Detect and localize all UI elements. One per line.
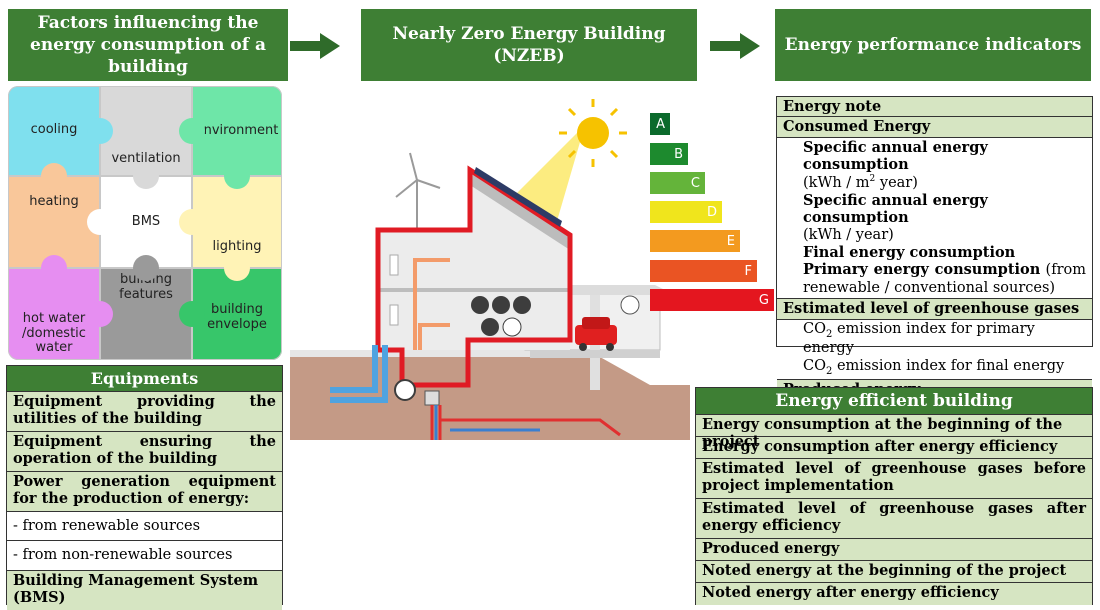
nzeb-header: Nearly Zero Energy Building (NZEB) [361, 9, 697, 81]
geothermal-pipes [430, 405, 442, 440]
indicator-co2-primary: CO2 emission index for primary energy [803, 320, 1035, 357]
factors-puzzle: cooling ventilation environment heating … [8, 86, 282, 360]
equipments-table: Equipments Equipment providing the utili… [6, 365, 283, 610]
equipment-row: - from non-renewable sources [7, 541, 282, 571]
nzeb-building-illustration [290, 99, 690, 440]
indicator-final-energy: Final energy consumption [803, 243, 1016, 261]
puzzle-hot-water-label: hot water /domestic water [22, 310, 86, 356]
indicator-consumed-details: Specific annual energy consumption (kWh … [777, 138, 1092, 300]
puzzle-heating: heating [8, 176, 100, 268]
car-icon [575, 317, 617, 351]
indicator-specific-annual-1: Specific annual energy consumption [803, 138, 988, 174]
puzzle-knobs [41, 118, 250, 327]
indicator-co2-final: CO2 emission index for final energy [803, 357, 1065, 377]
indicator-unit-1: (kWh / m2 year) [803, 173, 918, 191]
puzzle-environment: environment [192, 86, 282, 176]
indicator-unit-2: (kWh / year) [803, 226, 894, 243]
indicator-ghg: Estimated level of greenhouse gases [777, 299, 1092, 320]
solar-panel-icon [474, 167, 562, 227]
energy-class-g: G [650, 289, 774, 311]
nzeb-title: Nearly Zero Energy Building [392, 23, 666, 44]
indicator-consumed-energy: Consumed Energy [777, 117, 1092, 138]
equipment-row: Power generation equipment for the produ… [7, 472, 282, 512]
appliance-icons [471, 296, 531, 337]
puzzle-cooling-label: cooling [30, 121, 78, 137]
energy-class-b: B [650, 143, 688, 165]
puzzle-heating-label: heating [29, 193, 79, 209]
equipments-title: Equipments [7, 366, 282, 392]
puzzle-environment-label: environment [195, 122, 279, 138]
puzzle-lighting: lighting [192, 176, 282, 268]
puzzle-lighting-label: lighting [212, 238, 262, 254]
puzzle-cooling: cooling [8, 86, 100, 176]
puzzle-hot-water: hot water /domestic water [8, 268, 100, 360]
efficient-row: Noted energy after energy efficiency [696, 583, 1092, 605]
indicators-header: Energy performance indicators [775, 9, 1091, 81]
puzzle-building-envelope-label: building envelope [207, 302, 267, 332]
indicators-table: Energy note Consumed Energy Specific ann… [776, 96, 1093, 400]
nzeb-acronym: (NZEB) [493, 46, 565, 66]
puzzle-building-envelope: building envelope [192, 268, 282, 360]
indicator-specific-annual-2: Specific annual energy consumption [803, 191, 988, 227]
equipment-row: Building Management System (BMS) [7, 571, 282, 610]
indicator-primary-energy: Primary energy consumption (from renewab… [803, 261, 1086, 296]
thermal-envelope [375, 165, 573, 388]
efficient-row: Energy consumption at the beginning of t… [696, 415, 1092, 450]
energy-class-c: C [650, 172, 705, 194]
indicator-energy-note: Energy note [777, 97, 1092, 118]
efficient-row: Estimated level of greenhouse gases befo… [696, 459, 1092, 499]
arrow-right-icon [290, 33, 340, 59]
factors-header: Factors influencing the energy consumpti… [8, 9, 288, 81]
energy-class-e: E [650, 230, 740, 252]
arrow-right-icon [710, 33, 760, 59]
sun-icon [559, 99, 627, 167]
efficient-row: Noted energy at the beginning of the pro… [696, 561, 1092, 583]
wind-turbine-icon [395, 152, 441, 230]
efficient-row: Estimated level of greenhouse gases afte… [696, 499, 1092, 539]
puzzle-ventilation-label: ventilation [111, 150, 181, 166]
energy-class-a: A [650, 113, 670, 135]
equipment-row: - from renewable sources [7, 512, 282, 541]
efficient-row: Energy consumption after energy efficien… [696, 437, 1092, 459]
energy-class-d: D [650, 201, 722, 223]
fan-icon [394, 379, 416, 401]
puzzle-bms-label: BMS [131, 213, 161, 229]
efficient-title: Energy efficient building [696, 388, 1092, 415]
puzzle-ventilation: ventilation [100, 86, 192, 176]
efficient-building-table: Energy efficient building Energy consump… [695, 387, 1093, 605]
ev-charger-icon [620, 295, 640, 315]
equipment-row: Equipment providing the utilities of the… [7, 392, 282, 432]
indicator-co2: CO2 emission index for primary energy CO… [777, 320, 1092, 380]
ventilation-duct [413, 258, 450, 350]
puzzle-bms: BMS [100, 176, 192, 268]
efficient-row: Produced energy [696, 539, 1092, 561]
energy-class-f: F [650, 260, 757, 282]
equipment-row: Equipment ensuring the operation of the … [7, 432, 282, 472]
